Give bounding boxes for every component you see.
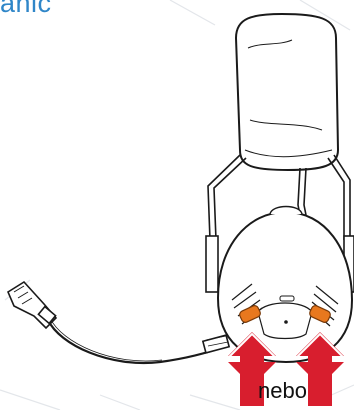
page-title: anic	[0, 0, 52, 18]
caption-label: nebo	[258, 378, 307, 403]
ear-cup-icon	[216, 205, 354, 364]
microphone-boom-icon	[6, 280, 231, 365]
press-arrow-icon	[228, 332, 344, 406]
headband-icon	[234, 12, 340, 172]
button-highlight-icon	[239, 305, 331, 323]
